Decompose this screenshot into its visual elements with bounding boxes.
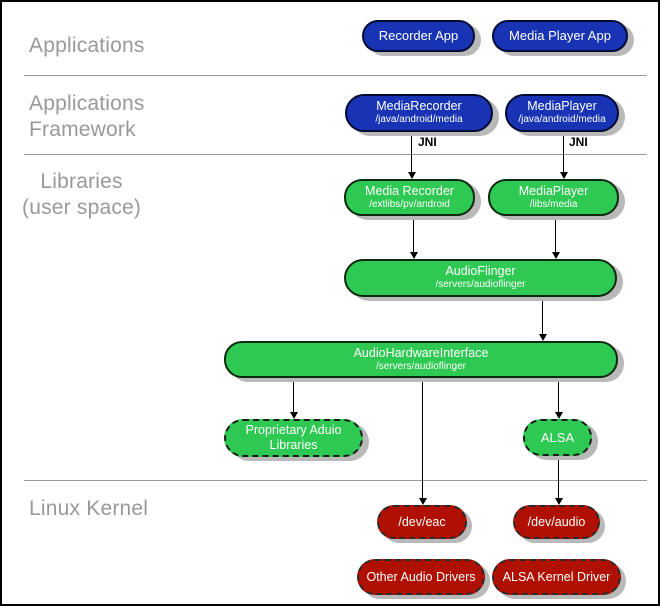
connector-playerlib-audioflinger-line	[555, 216, 556, 253]
node-dev-eac: /dev/eac	[377, 505, 467, 539]
arrowhead-to-media-recorder-lib	[408, 172, 416, 179]
connector-ahi-alsa-line	[558, 378, 559, 413]
node-mediarecorder-framework: MediaRecorder /java/android/media	[345, 94, 493, 132]
node-media-recorder-lib: Media Recorder /extlibs/pv/android	[344, 179, 475, 216]
connector-ahi-deveac-line	[422, 378, 423, 499]
arrowhead-to-media-player-lib	[560, 172, 568, 179]
arrowhead-to-dev-eac	[419, 498, 427, 505]
jni-label-right: JNI	[569, 135, 588, 149]
node-dev-audio: /dev/audio	[513, 505, 600, 539]
node-recorder-app: Recorder App	[362, 20, 475, 52]
arrowhead-to-alsa	[555, 412, 563, 419]
node-mediaplayer-framework: MediaPlayer /java/android/media	[505, 94, 619, 132]
section-label-linux-kernel: Linux Kernel	[29, 497, 149, 520]
connector-audioflinger-ahi-line	[542, 297, 543, 335]
section-label-applications-framework: Applications Framework	[29, 92, 145, 142]
node-alsa: ALSA	[523, 419, 592, 456]
connector-mediaplayer-jni-line	[563, 132, 564, 173]
section-label-libraries: Libraries (user space)	[22, 170, 142, 220]
connector-recorderlib-audioflinger-line	[413, 216, 414, 253]
node-media-player-app: Media Player App	[492, 20, 628, 52]
arrowhead-to-audiohardwareinterface	[539, 334, 547, 341]
divider-framework-libraries	[24, 154, 647, 155]
node-audioflinger: AudioFlinger /servers/audioflinger	[344, 259, 617, 297]
section-label-applications: Applications	[29, 34, 145, 57]
arrowhead-to-dev-audio	[555, 498, 563, 505]
arrowhead-to-audioflinger-left	[410, 252, 418, 259]
connector-ahi-proprietary-line	[293, 378, 294, 413]
connector-alsa-devaudio-line	[558, 456, 559, 499]
jni-label-left: JNI	[418, 135, 437, 149]
node-mediaplayer-lib: MediaPlayer /libs/media	[488, 179, 619, 216]
connector-mediarecorder-jni-line	[411, 132, 412, 173]
arrowhead-to-audioflinger-right	[552, 252, 560, 259]
node-audiohardwareinterface: AudioHardwareInterface /servers/audiofli…	[224, 341, 618, 378]
divider-applications-framework	[24, 75, 647, 76]
node-proprietary-audio-libraries: Proprietary Aduio Libraries	[224, 419, 363, 457]
divider-libraries-kernel	[24, 480, 647, 481]
arrowhead-to-proprietary-libraries	[290, 412, 298, 419]
node-other-audio-drivers: Other Audio Drivers	[357, 559, 485, 595]
node-alsa-kernel-driver: ALSA Kernel Driver	[492, 559, 621, 595]
